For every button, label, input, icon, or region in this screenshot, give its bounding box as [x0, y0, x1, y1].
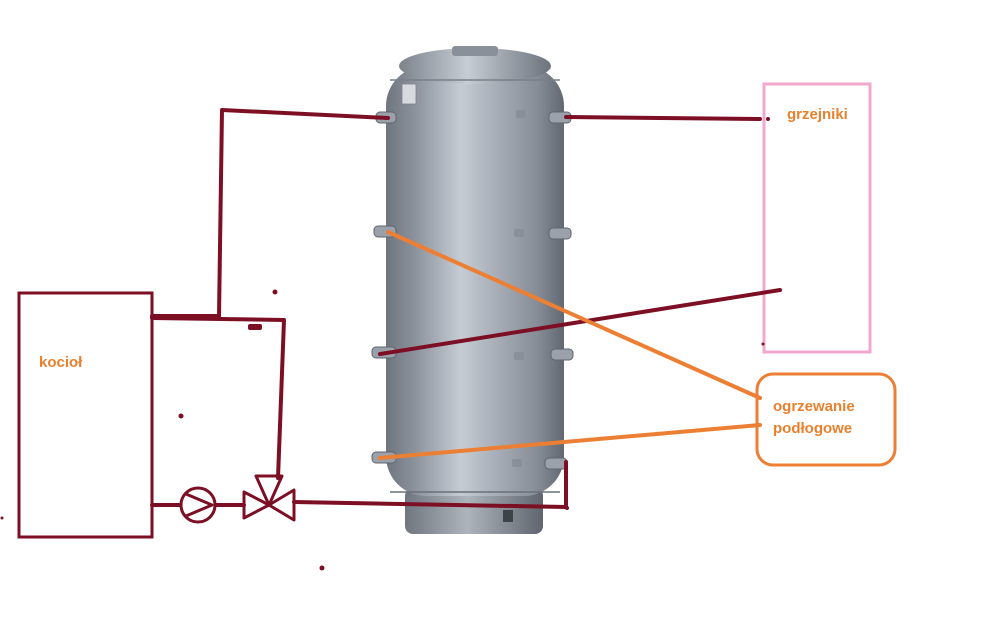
- sensor-pocket-3: [514, 352, 524, 360]
- tank-body: [386, 66, 564, 496]
- pipe-floor-supply: [386, 230, 762, 400]
- pipe-floor-return: [378, 423, 762, 460]
- buffer-tank: [371, 46, 574, 534]
- radiator-inlet-dot: [766, 117, 770, 121]
- pipe-radiator-return: [378, 288, 782, 356]
- stray-dots: [0, 289, 569, 571]
- radiator-box: [762, 82, 872, 354]
- tank-nameplate: [401, 83, 417, 105]
- three-way-valve-icon: [242, 474, 296, 522]
- floor-heating-pipes: [378, 230, 762, 460]
- circulation-pump-icon: [179, 486, 217, 524]
- pipe-boiler-bypass: [150, 316, 286, 480]
- tank-base: [405, 488, 543, 534]
- pipe-boiler-supply: [150, 108, 390, 318]
- floor-heating-label-line1: ogrzewanie: [773, 398, 855, 415]
- sensor-pocket-1: [516, 110, 526, 118]
- sensor-pocket-4: [512, 459, 522, 467]
- floor-heating-label: ogrzewanie podłogowe: [773, 396, 855, 440]
- floor-heating-label-line2: podłogowe: [773, 420, 853, 437]
- sensor-pocket-2: [514, 229, 524, 237]
- boiler-box: [17, 291, 154, 539]
- pipe-joint-marker: [248, 324, 262, 330]
- tank-top-collar: [452, 46, 498, 56]
- floor-heating-box: [755, 372, 897, 467]
- tank-top-dome: [399, 48, 551, 84]
- port-right-2: [548, 227, 572, 240]
- radiators-label: grzejniki: [787, 106, 848, 123]
- radiator-stray-dot: [761, 342, 765, 346]
- tank-drain-port: [503, 510, 513, 522]
- pipe-radiator-supply: [564, 115, 762, 121]
- port-right-4: [544, 457, 568, 470]
- boiler-label: kocioł: [39, 354, 83, 371]
- port-right-3: [550, 348, 574, 361]
